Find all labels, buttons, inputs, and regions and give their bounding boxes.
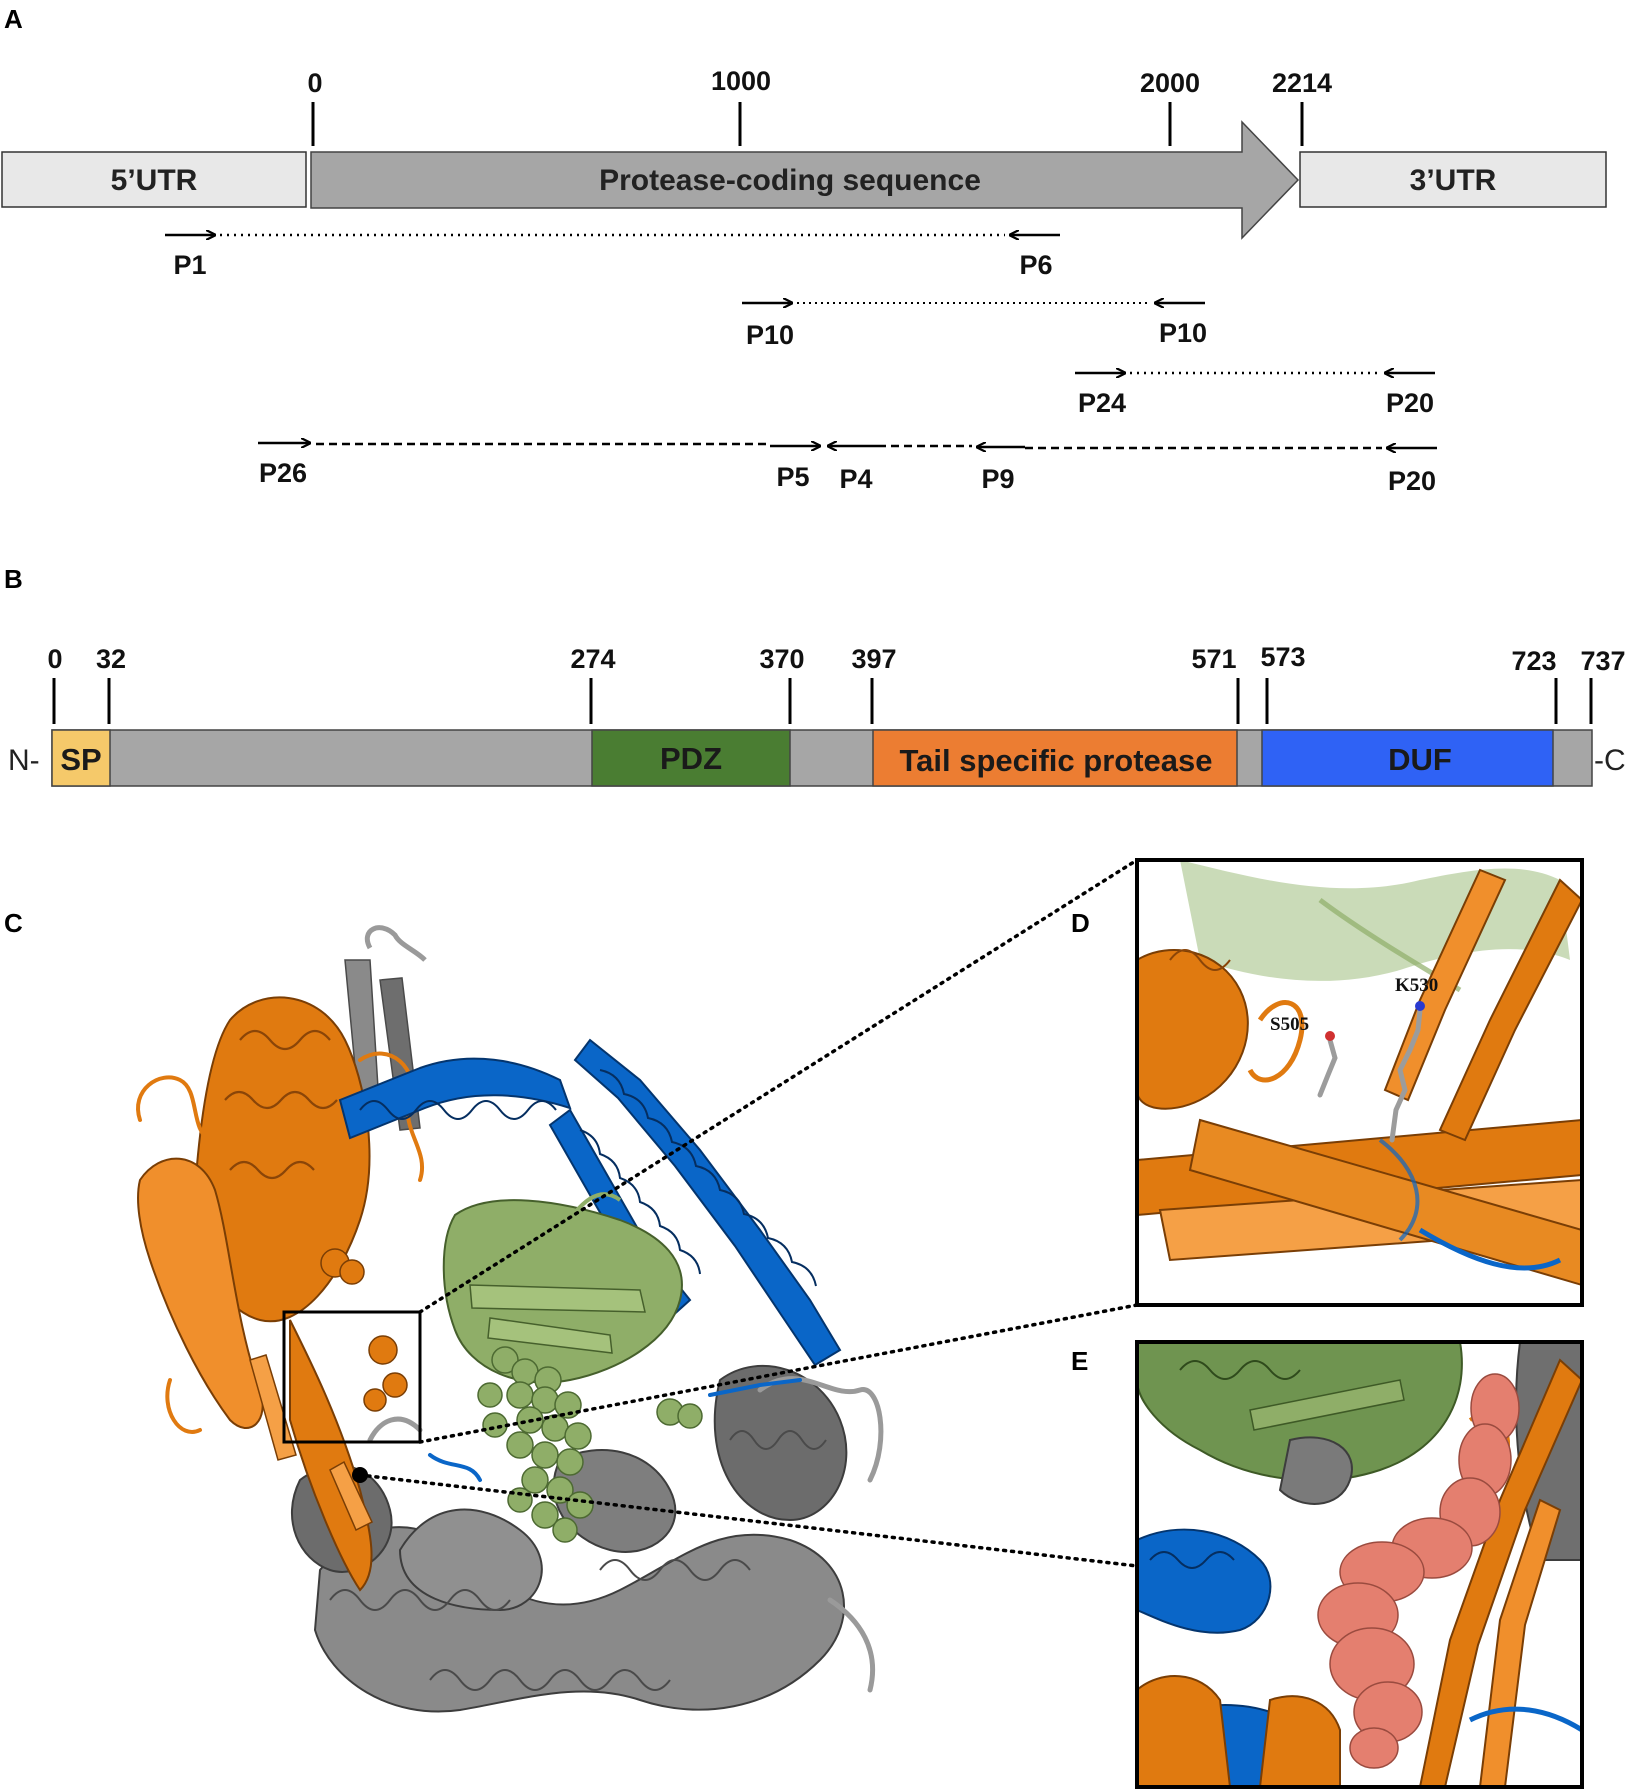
domain-sp xyxy=(51,729,111,787)
domain-tick-label-274: 274 xyxy=(570,644,615,674)
panel-d-letter: D xyxy=(1071,908,1090,938)
panel-c-letter: C xyxy=(4,908,23,938)
domain-tick-label-723: 723 xyxy=(1511,646,1556,676)
domain-tick-label-32: 32 xyxy=(96,644,126,674)
duf-loops xyxy=(428,1378,802,1482)
utr5-label: 5’UTR xyxy=(111,164,198,197)
coding-label: Protease-coding sequence xyxy=(599,164,981,197)
domain-tsp-label: Tail specific protease xyxy=(900,743,1213,778)
c-terminus-label: -C xyxy=(1594,744,1626,777)
residue-s505-label: S505 xyxy=(1270,1014,1309,1035)
tsp-helix-ridges xyxy=(224,1029,338,1180)
primer-row-2: P10 P10 xyxy=(742,303,1207,350)
primer-label-p5: P5 xyxy=(776,462,809,492)
primer-label-p1: P1 xyxy=(173,250,206,280)
primer-label-p20-b: P20 xyxy=(1388,466,1436,496)
primer-row-3: P24 P20 xyxy=(1075,373,1435,418)
primer-row-4: P26 P5 P4 P9 P20 xyxy=(258,443,1437,496)
domain-tick-label-737: 737 xyxy=(1580,646,1625,676)
domain-ticks: 0 32 274 370 397 571 573 723 737 xyxy=(47,642,1626,724)
domain-tick-label-397: 397 xyxy=(851,644,896,674)
tsp-catalytic-spheres xyxy=(320,1248,408,1412)
coding-arrow xyxy=(310,120,1300,240)
domain-tick-label-0: 0 xyxy=(47,644,62,674)
duf-helix-ridges xyxy=(359,1069,817,1287)
domain-duf-label: DUF xyxy=(1388,742,1452,777)
domain-pdz xyxy=(591,729,791,787)
panel-b-letter: B xyxy=(4,564,23,594)
protein-structure xyxy=(136,925,884,1713)
closeup-e-frame xyxy=(1135,1340,1584,1789)
core-helix-ridges xyxy=(329,1430,827,1691)
primer-label-p10-fwd: P10 xyxy=(746,320,794,350)
primer-label-p24: P24 xyxy=(1078,388,1126,418)
gene-tick-label-2214: 2214 xyxy=(1272,68,1332,98)
tsp-domain xyxy=(137,996,373,1592)
n-terminus-label: N- xyxy=(8,744,40,777)
utr3-box xyxy=(1299,151,1607,208)
primer-label-p6: P6 xyxy=(1019,250,1052,280)
primer-label-p20-a: P20 xyxy=(1386,388,1434,418)
focus-box xyxy=(282,1310,422,1444)
gene-ticks: 0 1000 2000 2214 xyxy=(307,66,1332,146)
panel-e-letter: E xyxy=(1071,1346,1088,1376)
domain-tsp xyxy=(872,729,1238,787)
zoom-connectors xyxy=(358,858,1139,1568)
utr3-label: 3’UTR xyxy=(1410,164,1497,197)
domain-tick-label-370: 370 xyxy=(759,644,804,674)
gene-map: 5’UTR Protease-coding sequence 3’UTR 0 1… xyxy=(1,66,1607,496)
residue-k530-label: K530 xyxy=(1395,975,1438,996)
gene-tick-label-0: 0 xyxy=(307,68,322,98)
utr5-box xyxy=(1,151,307,208)
core-helices xyxy=(291,1364,848,1713)
domain-tick-label-571: 571 xyxy=(1191,644,1236,674)
primer-label-p9: P9 xyxy=(981,464,1014,494)
domain-duf xyxy=(1261,729,1554,787)
domain-map: N- SP PDZ Tail specific protease DUF -C … xyxy=(8,642,1626,787)
domain-pdz-label: PDZ xyxy=(660,741,722,776)
active-site-closeup: S505 K530 xyxy=(1135,858,1584,1307)
closeup-d-frame xyxy=(1135,858,1584,1307)
gene-tick-label-1000: 1000 xyxy=(711,66,771,96)
panel-a-letter: A xyxy=(4,4,23,34)
domain-sp-label: SP xyxy=(60,742,101,777)
primer-label-p26: P26 xyxy=(259,458,307,488)
gene-tick-label-2000: 2000 xyxy=(1140,68,1200,98)
tunnel-surface xyxy=(1317,1373,1520,1769)
primer-label-p10-rev: P10 xyxy=(1159,318,1207,348)
tunnel-closeup xyxy=(1135,1340,1584,1789)
domain-tick-label-573: 573 xyxy=(1260,642,1305,672)
primer-label-p4: P4 xyxy=(839,464,872,494)
primer-row-1: P1 P6 xyxy=(165,235,1060,280)
pdz-domain xyxy=(442,1192,683,1384)
